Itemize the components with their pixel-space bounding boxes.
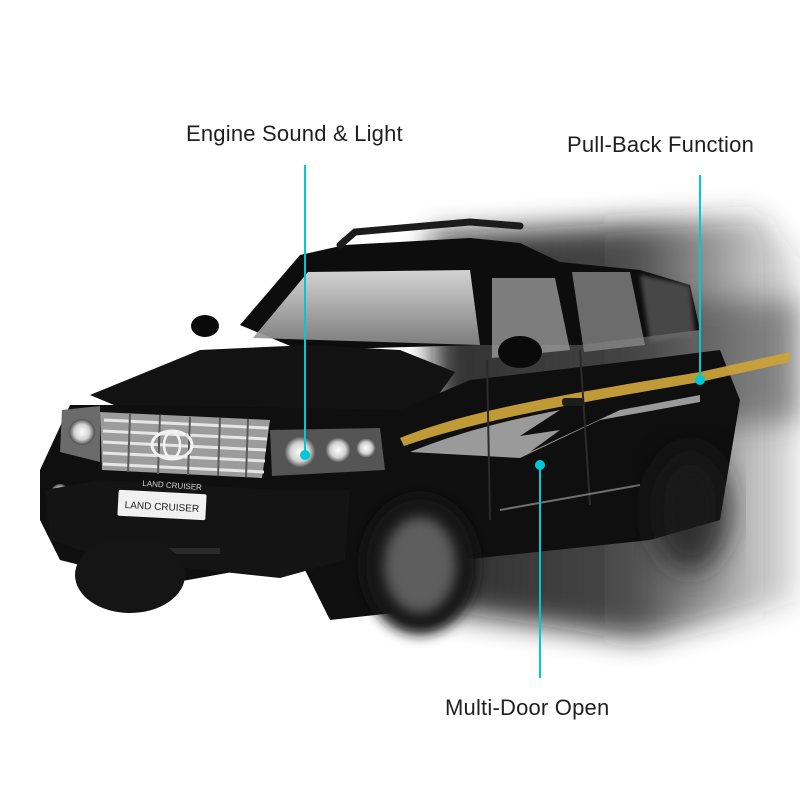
license-plate-text: LAND CRUISER — [124, 500, 199, 515]
engine-callout-dot — [300, 450, 310, 460]
hood-badge-text: LAND CRUISER — [142, 479, 202, 492]
wheels — [75, 448, 730, 635]
pullback-callout-dot — [695, 375, 705, 385]
callout-lines — [300, 165, 705, 678]
doors-callout-dot — [535, 460, 545, 470]
engine-sound-light-label: Engine Sound & Light — [186, 121, 403, 146]
pull-back-function-label: Pull-Back Function — [567, 132, 755, 157]
grille — [100, 412, 270, 478]
license-plate — [117, 489, 207, 521]
multi-door-open-label: Multi-Door Open — [445, 695, 610, 720]
